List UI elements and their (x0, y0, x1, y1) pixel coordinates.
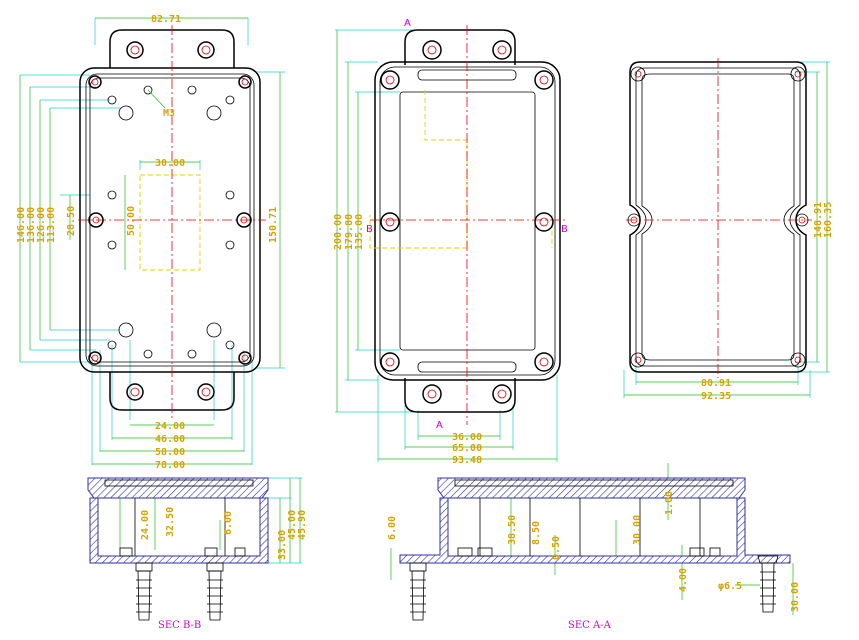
section-bb-label: SEC B-B (158, 620, 201, 631)
section-marker-a-top: A (404, 18, 411, 29)
section-aa-dim-3: 8.50 (531, 521, 542, 545)
section-aa-dim-7: 4.00 (678, 568, 689, 592)
section-bb-lid (87, 477, 269, 499)
right-view-height-2: 160.35 (823, 202, 834, 238)
left-view-holes (88, 41, 252, 401)
left-view-extension-lines (20, 18, 285, 465)
left-view-thread-note: M3 (163, 108, 175, 119)
middle-view-bottom-width-3: 93.48 (452, 455, 482, 466)
section-aa-gland-left (409, 562, 427, 621)
middle-view-bottom-width-1: 36.00 (452, 432, 482, 443)
section-aa-dim-6: 1.00 (664, 491, 675, 515)
middle-view-label-recess (399, 91, 536, 351)
section-marker-b-left: B (366, 224, 373, 235)
left-view-right-height: 150.71 (268, 207, 279, 243)
middle-view-holes (380, 40, 554, 404)
section-aa-dim-1: 6.00 (387, 516, 398, 540)
section-bb-base (89, 497, 269, 564)
section-bb-dim-4: 33.00 (277, 530, 288, 560)
section-marker-b-right: B (561, 224, 568, 235)
left-view-top-width: 82.71 (151, 14, 181, 25)
section-aa-base (399, 497, 791, 564)
section-bb-dim-1: 24.00 (140, 510, 151, 540)
left-view-height-4: 113.00 (46, 207, 57, 243)
right-view-height-1: 148.91 (813, 202, 824, 238)
middle-view-dimension-lines (336, 30, 557, 460)
left-view-cavity-height: 50.00 (126, 206, 137, 236)
left-view: 82.71 M3 30.00 50.00 146.00 136.00 126.0… (16, 14, 285, 471)
section-aa-dim-2: 38.50 (507, 515, 518, 545)
left-view-height-5: 28.50 (66, 206, 77, 236)
middle-view-height-2: 179.80 (344, 214, 355, 250)
section-bb-dim-6: 45.90 (297, 510, 308, 540)
section-aa-gland-right (757, 555, 779, 613)
left-view-cavity-width: 30.00 (155, 158, 185, 169)
middle-view: A A B B 200.00 179.80 135.00 36.00 65.00… (333, 18, 568, 466)
section-aa: 6.00 38.50 8.50 0.50 30.00 1.00 4.00 φ6.… (387, 463, 801, 631)
section-bb: 24.00 32.50 6.00 33.00 45.00 45.90 SEC B… (87, 477, 308, 631)
section-bb-gland-left (135, 562, 153, 621)
section-aa-lid (437, 477, 746, 499)
left-view-height-2: 136.00 (26, 207, 37, 243)
left-view-dimension-lines (19, 17, 281, 465)
section-aa-dim-8: φ6.5 (718, 581, 742, 592)
section-aa-label: SEC A-A (568, 620, 612, 631)
left-view-bottom-width-2: 46.00 (155, 434, 185, 445)
section-aa-dim-5: 30.00 (632, 515, 643, 545)
middle-view-body (374, 61, 561, 381)
right-view-body (629, 61, 807, 373)
middle-view-height-3: 135.00 (354, 214, 365, 250)
left-view-cavity (139, 174, 201, 271)
right-view: 148.91 160.35 80.91 92.35 (623, 58, 834, 402)
section-aa-dim-9: 30.00 (790, 582, 801, 612)
right-view-bottom-width-2: 92.35 (701, 391, 731, 402)
left-view-bottom-width-4: 78.00 (155, 460, 185, 471)
section-bb-dim-2: 32.50 (165, 507, 176, 537)
right-view-bottom-width-1: 80.91 (701, 378, 731, 389)
section-bb-dim-3: 6.00 (223, 511, 234, 535)
section-bb-dim-5: 45.00 (287, 510, 298, 540)
right-view-holes (627, 66, 809, 368)
section-bb-gland-right (206, 562, 224, 621)
left-view-bottom-width-1: 24.00 (155, 421, 185, 432)
left-view-height-3: 126.00 (36, 207, 47, 243)
section-aa-dim-4: 0.50 (551, 536, 562, 560)
middle-view-bottom-width-2: 65.00 (452, 443, 482, 454)
left-view-bottom-width-3: 58.00 (155, 447, 185, 458)
section-marker-a-bottom: A (436, 420, 443, 431)
left-view-height-1: 146.00 (16, 207, 27, 243)
middle-view-extension-lines (335, 29, 558, 462)
middle-view-height-1: 200.00 (333, 214, 344, 250)
